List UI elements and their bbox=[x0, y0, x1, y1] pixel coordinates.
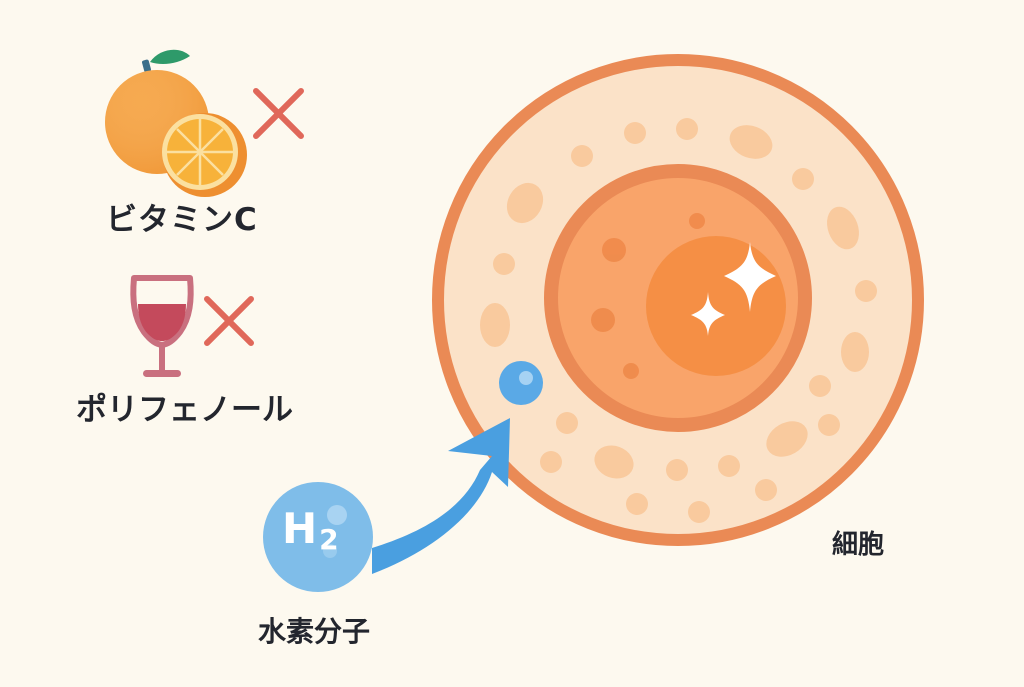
cross-mark-icon bbox=[253, 88, 304, 139]
h2-symbol-letter: H bbox=[282, 504, 318, 553]
h2-symbol: H2 bbox=[282, 508, 339, 554]
cell-label: 細胞 bbox=[832, 530, 885, 560]
polyphenol-label: ポリフェノール bbox=[76, 392, 293, 428]
arrow-icon bbox=[372, 418, 510, 574]
vitamin-c-label: ビタミンC bbox=[106, 202, 258, 238]
sparkle-icon bbox=[691, 242, 776, 336]
h2-subscript: 2 bbox=[319, 523, 339, 556]
h2-molecule-icon bbox=[263, 482, 373, 592]
hydrogen-particle-icon bbox=[499, 361, 543, 405]
hydrogen-molecule-label: 水素分子 bbox=[258, 615, 371, 648]
wine-glass-icon bbox=[130, 275, 194, 377]
cell-illustration bbox=[432, 54, 924, 546]
orange-icon bbox=[105, 49, 247, 197]
cross-mark-icon bbox=[204, 296, 254, 346]
